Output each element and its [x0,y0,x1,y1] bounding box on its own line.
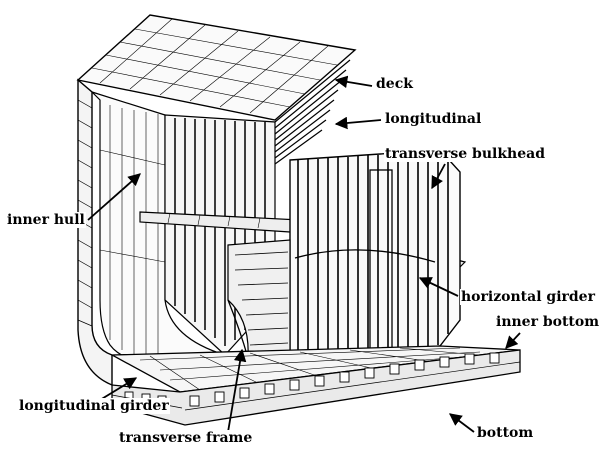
arrow-transverse-frame [227,348,247,433]
inner-hull-plate [91,91,226,373]
arrow-deck [334,75,373,89]
arrow-longitudinal-girder [99,377,138,401]
label-longitudinal: longitudinal [384,111,483,127]
leader-arrows [87,75,521,433]
transverse-frame [227,239,291,359]
arrow-inner-hull [87,173,141,221]
arrow-horizontal-girder [418,277,459,297]
arrow-transverse-bulkhead [431,163,446,190]
arrow-longitudinal [334,116,382,130]
label-transverse-bulkhead: transverse bulkhead [384,146,546,162]
label-inner-bottom: inner bottom [495,314,600,330]
label-bottom: bottom [476,425,535,441]
deck-longitudinals [274,59,351,165]
arrow-bottom [448,413,475,433]
transverse-bulkhead [289,149,461,359]
deck-plate [76,14,357,121]
double-bottom [111,349,521,426]
label-deck: deck [375,76,414,92]
label-longitudinal-girder: longitudinal girder [18,398,170,414]
label-transverse-frame: transverse frame [118,430,254,446]
label-horizontal-girder: horizontal girder [460,289,596,305]
label-inner-hull: inner hull [6,212,86,228]
arrow-inner-bottom [505,332,521,349]
